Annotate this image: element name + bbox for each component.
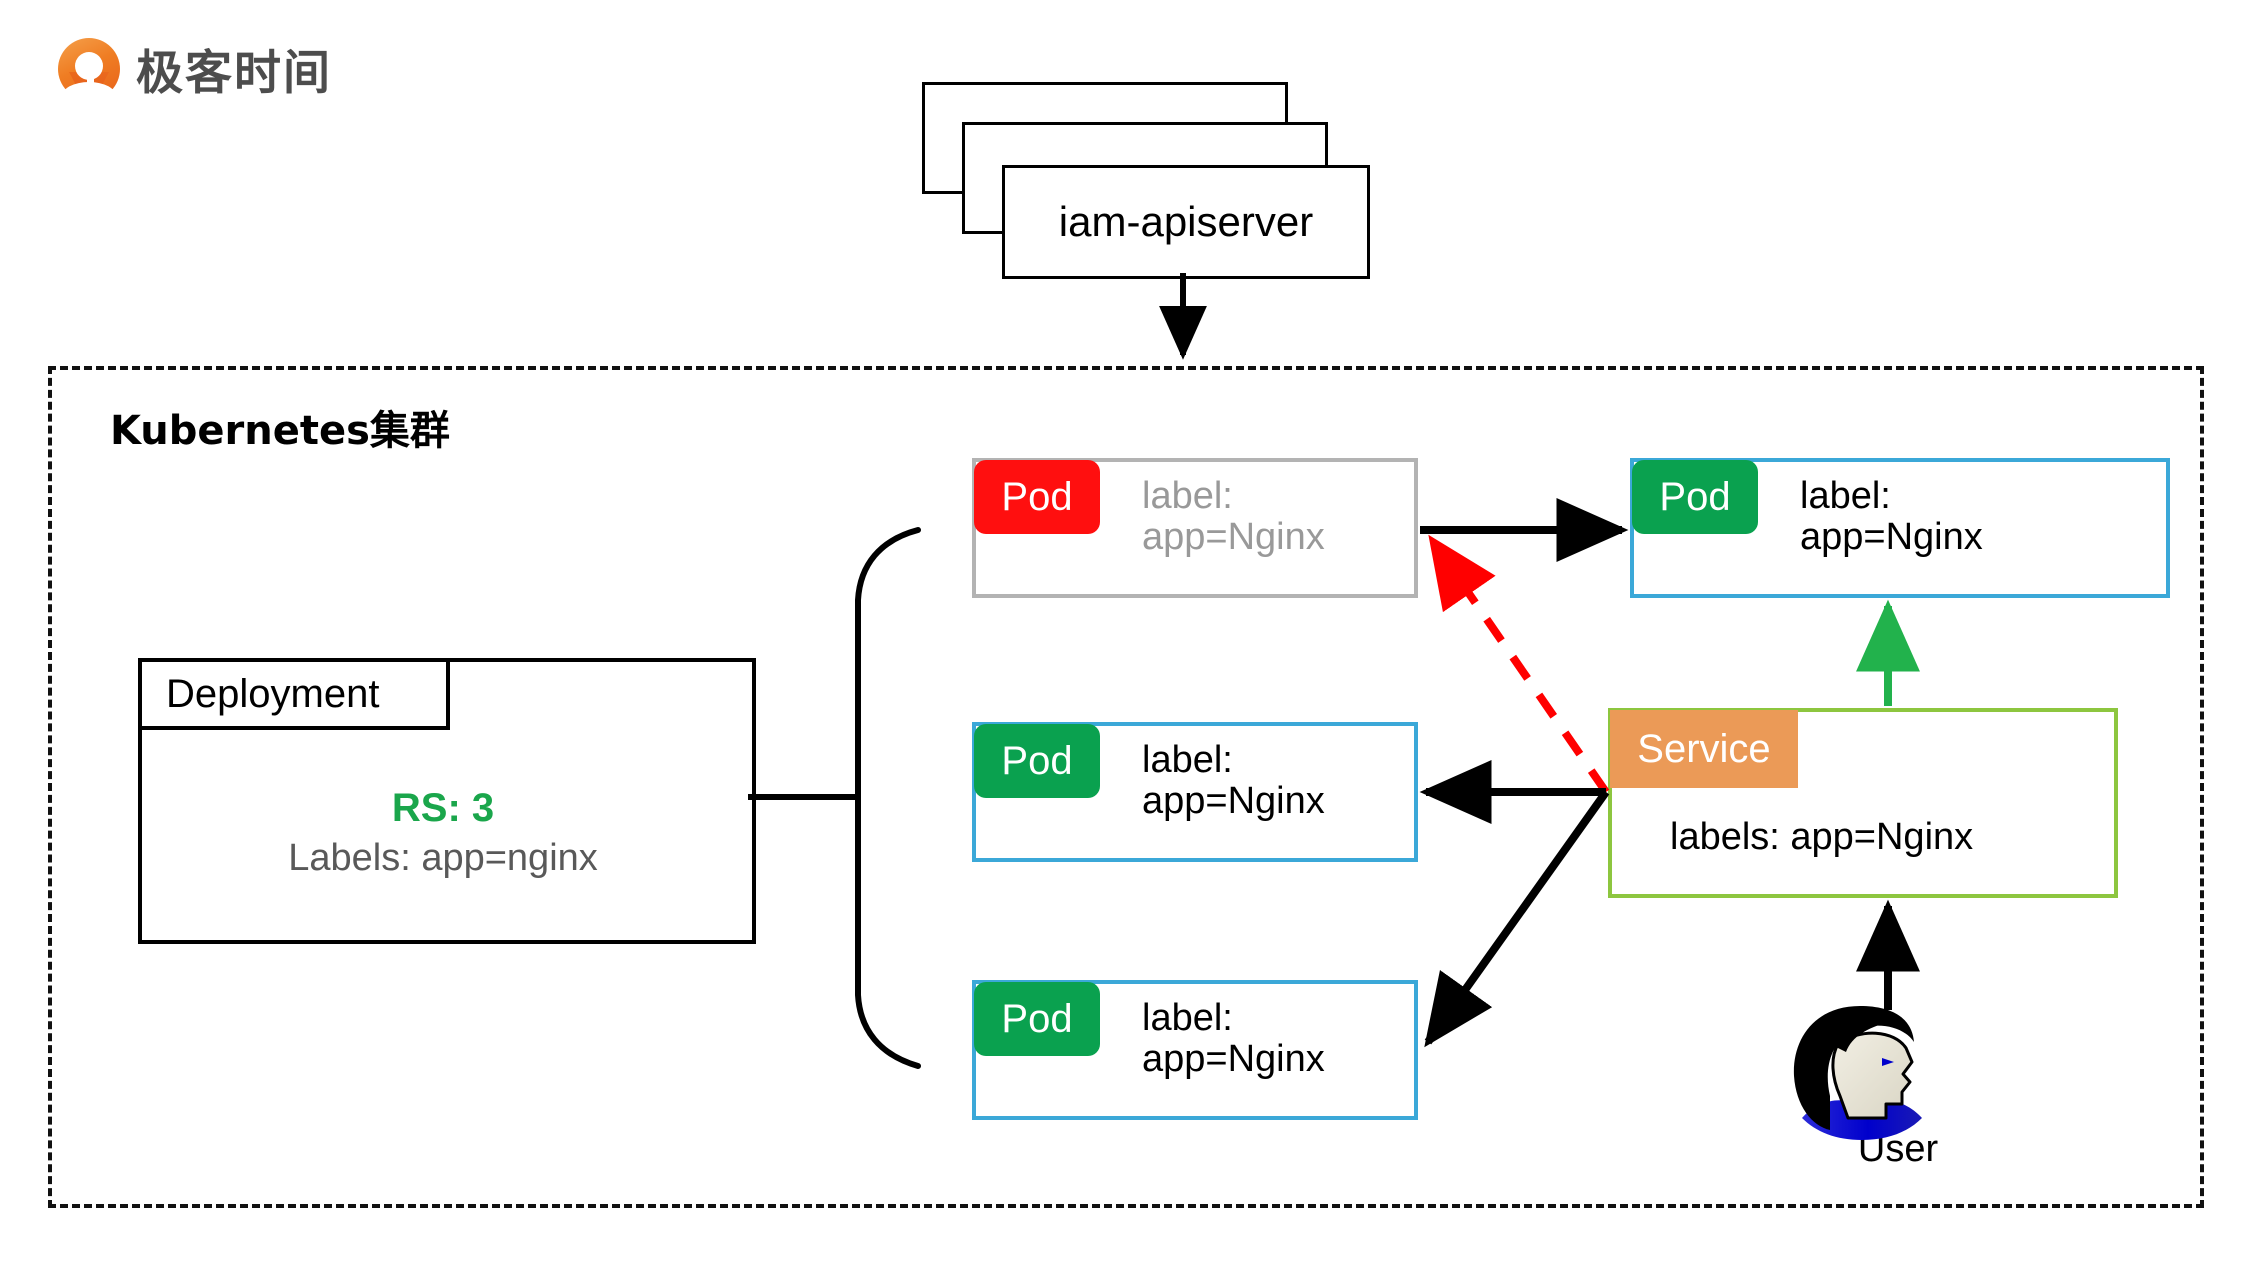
deployment-labels: Labels: app=nginx bbox=[288, 837, 598, 879]
service-labels: labels: app=Nginx bbox=[1670, 816, 1974, 858]
pod-running-middle[interactable]: Pod label: app=Nginx bbox=[972, 722, 1418, 862]
pod-terminating[interactable]: Pod label: app=Nginx bbox=[972, 458, 1418, 598]
service-badge: Service bbox=[1610, 710, 1798, 788]
service-box[interactable]: Service labels: app=Nginx bbox=[1608, 708, 2118, 898]
location-pin-icon bbox=[58, 38, 120, 110]
apiserver-box[interactable]: iam-apiserver bbox=[1002, 165, 1370, 279]
pod-badge: Pod bbox=[974, 982, 1100, 1056]
pod-badge: Pod bbox=[1632, 460, 1758, 534]
deployment-body: RS: 3 Labels: app=nginx bbox=[142, 734, 744, 932]
pod-running-bottom[interactable]: Pod label: app=Nginx bbox=[972, 980, 1418, 1120]
user-label: User bbox=[1857, 1128, 1939, 1170]
apiserver-label: iam-apiserver bbox=[1058, 198, 1314, 245]
pod-label-text: label: app=Nginx bbox=[1800, 475, 1983, 559]
pod-label-text: label: app=Nginx bbox=[1142, 739, 1325, 823]
pod-label-text: label: app=Nginx bbox=[1142, 997, 1325, 1081]
pod-label-text: label: app=Nginx bbox=[1142, 475, 1325, 559]
deployment-title-tab: Deployment bbox=[138, 658, 450, 730]
pod-badge: Pod bbox=[974, 460, 1100, 534]
brand-logo: 极客时间 bbox=[58, 34, 398, 112]
deployment-title: Deployment bbox=[166, 671, 380, 716]
pod-new[interactable]: Pod label: app=Nginx bbox=[1630, 458, 2170, 598]
brand-name: 极客时间 bbox=[136, 45, 332, 101]
cluster-title: Kubernetes集群 bbox=[110, 408, 450, 454]
pod-badge: Pod bbox=[974, 724, 1100, 798]
deployment-replicas: RS: 3 bbox=[391, 786, 495, 830]
kubernetes-cluster-boundary bbox=[48, 366, 2204, 1208]
